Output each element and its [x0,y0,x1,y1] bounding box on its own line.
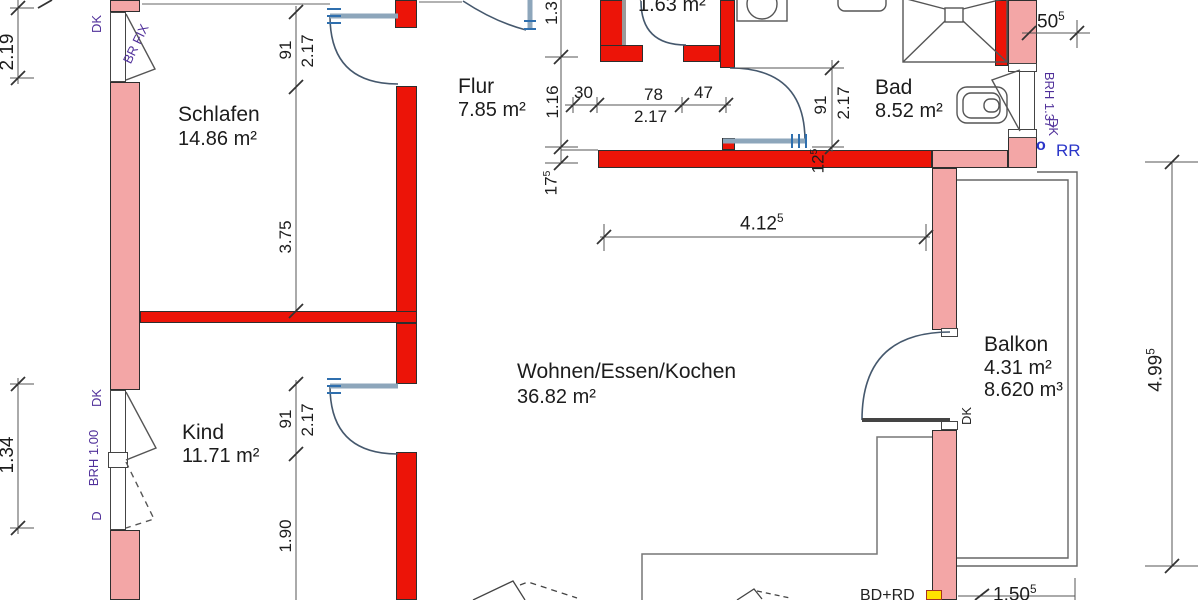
annotation-rainpipe-rr: RR [1056,141,1081,160]
annotation-schlafen-dk: DK [89,14,105,34]
wall-schlafen-kind-divider [140,311,417,323]
wall-flur-wohnen-divider [598,150,932,168]
dim-corridor-b: 78 [644,85,663,104]
dimension-ticks [10,0,1180,600]
dim-schlafen-door-height: 2.17 [298,34,318,68]
balcony-outline [957,171,1078,567]
dim-living-opening: 4.125 [740,212,784,235]
wall-wc-bottom-left [600,45,643,62]
cut-lines [142,1,462,5]
marker-yellow-square [926,590,942,600]
dim-bad-door-width: 91 [811,95,831,115]
door-swing-entry [462,0,527,31]
door-swing-schlafen [329,15,399,85]
room-area-bad: 8.52 m² [875,100,943,122]
exterior-wall-balcony-upper [932,168,957,330]
dim-wall-17: 175 [540,170,561,196]
annotation-drain-o: o [1036,137,1046,154]
room-volume-balkon: 8.620 m³ [984,379,1063,401]
furniture-sketches [472,580,791,600]
dim-corridor-c: 47 [694,83,713,102]
annotation-balcony-dk: DK [959,406,975,426]
wall-wc-bottom-right [683,45,720,62]
dim-balcony-length: 4.995 [1144,348,1167,392]
dim-kind-door-width: 91 [276,409,296,429]
exterior-wall-right-below-window [1008,137,1037,168]
window-schlafen-frame [110,12,126,82]
room-label-flur: Flur [458,75,495,98]
dim-schlafen-door-width: 91 [276,40,296,60]
door-swing-wc [640,0,687,46]
dim-corridor-a: 30 [574,83,593,102]
window-bad-cap-bottom [1008,129,1037,138]
door-hatches [327,8,807,394]
dim-kind-door-height: 2.17 [298,403,318,437]
shower [902,0,1008,63]
window-bad-cap-top [1008,63,1037,72]
room-label-balkon: Balkon [984,333,1049,356]
exterior-wall-balcony-lower [932,430,957,600]
window-symbol-schlafen [125,13,156,81]
room-label-kind: Kind [182,421,225,444]
door-swings [329,0,951,455]
room-area-wc: 1.63 m² [638,0,706,16]
dimension-lines [10,0,1198,600]
dim-bad-door-height: 2.17 [834,86,854,120]
washing-machine [736,0,788,22]
dim-schlafen-depth: 3.75 [276,220,296,254]
kitchen-counter-outline [641,436,932,600]
window-symbols [125,13,1021,529]
toilet [956,86,1008,124]
room-area-kind: 11.71 m² [182,445,260,467]
door-swing-balcony [861,331,951,421]
annotation-kind-dk: DK [89,388,105,408]
exterior-wall-left-top [110,0,140,12]
sink [837,0,887,12]
room-label-schlafen: Schlafen [178,103,260,126]
door-swing-bad [729,67,806,142]
annotation-kind-d: D [89,511,105,521]
dim-corridor-total: 2.17 [634,107,668,126]
room-area-balkon: 4.31 m² [984,357,1052,379]
exterior-wall-bad-bottom [932,150,1008,168]
dim-left-upper: 2.19 [0,33,19,71]
room-label-bad: Bad [875,76,913,99]
dim-flur-depth: 1.16 [543,85,563,119]
dim-wall-12: 125 [807,148,828,174]
dim-left-lower: 1.34 [0,436,19,474]
room-label-wohnen: Wohnen/Essen/Kochen [517,360,737,383]
dim-bottom-right: 1.505 [993,583,1037,600]
window-symbol-bad [990,69,1021,132]
room-area-wohnen: 36.82 m² [517,386,596,408]
door-leaves [330,0,950,422]
annotation-kind-brh: BRH 1.00 [86,429,102,487]
dim-entry-height: 1.3 [542,1,562,25]
room-area-schlafen: 14.86 m² [178,128,257,150]
wall-wc-right [720,0,735,68]
dim-kind-depth: 1.90 [276,519,296,553]
room-area-flur: 7.85 m² [458,99,526,121]
window-symbol-kind-d [125,461,155,529]
door-swing-kind [329,385,399,455]
annotation-bad-dk: DK [1045,117,1061,137]
annotation-floor-drain: BD+RD [860,587,915,600]
exterior-wall-left-mid [110,82,140,390]
dim-bad-window: 505 [1037,10,1065,33]
wall-kind-upper [396,323,417,384]
window-symbol-kind-dk [125,391,157,461]
